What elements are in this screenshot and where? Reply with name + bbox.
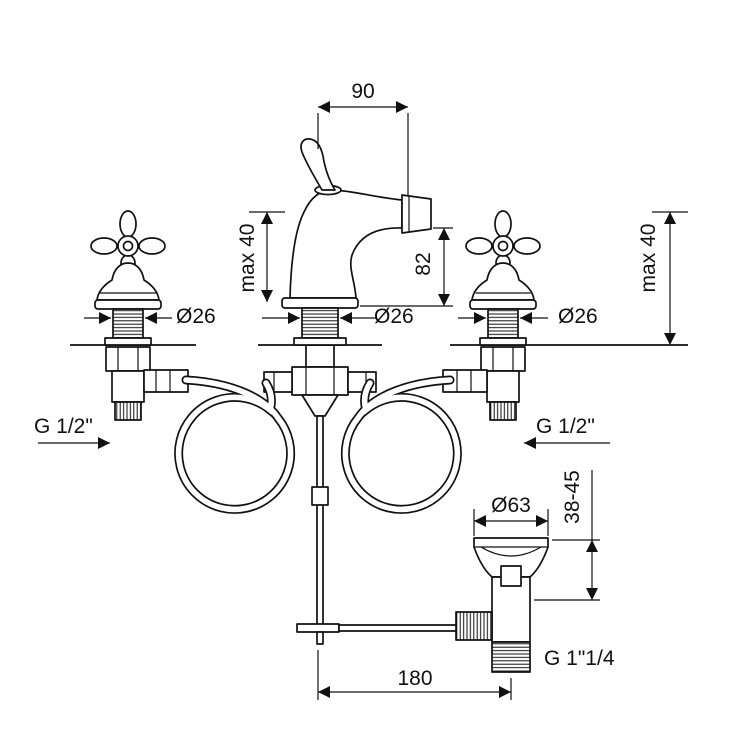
label-inlet-thread-left: G 1/2" (34, 415, 93, 438)
label-outlet-height: 82 (412, 252, 435, 275)
right-gasket (479, 337, 527, 346)
right-hose-core (342, 377, 461, 513)
bidet-spout (281, 138, 432, 346)
left-threaded-shank (112, 308, 144, 339)
right-flexible-hose (340, 375, 462, 514)
left-hose-fitting (143, 369, 189, 393)
left-valve-base-plate (94, 299, 162, 310)
right-handle-left-spoke (465, 237, 493, 255)
left-hose-core (175, 377, 294, 513)
right-handle-right-spoke (513, 237, 541, 255)
popup-waste (455, 537, 549, 673)
dim-spout-reach: 90 (317, 80, 409, 195)
dim-shank-dia-left: Ø26 (84, 305, 216, 328)
left-valve-bell (96, 262, 160, 301)
right-valve-body (486, 370, 520, 403)
dim-inlet-thread-left: G 1/2" (34, 415, 110, 449)
dim-shank-dia-center: Ø26 (262, 305, 414, 328)
spout-threaded-shank (301, 307, 339, 339)
right-valve-base-plate (469, 299, 537, 310)
left-valve (90, 210, 166, 346)
dim-shank-dia-right: Ø26 (458, 305, 598, 328)
label-centre-distance: 180 (397, 667, 432, 690)
left-handle-top-spoke (119, 210, 137, 238)
label-waste-flange-dia: Ø63 (491, 494, 531, 517)
dim-max-thickness-left: max 40 (236, 211, 285, 302)
dim-outlet-height: 82 (360, 227, 453, 307)
label-shank-dia-center: Ø26 (374, 305, 414, 328)
waste-overflow-window (500, 565, 522, 587)
label-waste-deck-range: 38-45 (561, 470, 584, 524)
left-inlet-thread (114, 401, 142, 421)
right-threaded-shank (487, 308, 519, 339)
dim-waste-thread: G 1"1/4 (544, 647, 615, 670)
right-inlet-thread (489, 401, 517, 421)
right-locknut (480, 346, 526, 372)
spout-nozzle (401, 194, 432, 234)
right-handle-cap (497, 240, 509, 252)
left-gasket (104, 337, 152, 346)
rod-coupler (311, 486, 329, 506)
left-valve-underbody (105, 346, 189, 421)
left-handle-left-spoke (90, 237, 118, 255)
left-handle-cap (122, 240, 134, 252)
right-valve-bell (471, 262, 535, 301)
spout-lever-handle (300, 138, 336, 191)
waste-dome-line (480, 546, 542, 557)
rod-end-bar (296, 623, 340, 633)
waste-tail-thread (491, 641, 531, 673)
dim-waste-deck-range: 38-45 (534, 470, 600, 601)
left-valve-body (111, 370, 145, 403)
left-locknut (105, 346, 151, 372)
left-handle-right-spoke (138, 237, 166, 255)
label-waste-thread: G 1"1/4 (544, 647, 615, 670)
dim-inlet-thread-right: G 1/2" (524, 415, 610, 449)
left-flexible-hose (174, 375, 296, 514)
spout-base-plate (281, 297, 359, 309)
waste-knurled-nut (455, 611, 493, 641)
spout-gasket (293, 337, 347, 346)
label-spout-reach: 90 (351, 80, 374, 103)
spout-body (289, 189, 403, 299)
label-shank-dia-right: Ø26 (558, 305, 598, 328)
popup-lever (338, 624, 460, 632)
popup-rod (316, 415, 324, 629)
center-tee-and-popup-rod (263, 344, 460, 645)
right-valve-underbody (442, 346, 526, 421)
right-handle-top-spoke (494, 210, 512, 238)
label-max-thickness-right: max 40 (637, 224, 660, 293)
dim-max-thickness-right: max 40 (637, 211, 688, 345)
tee-neck (305, 344, 335, 368)
tee-cone (301, 394, 339, 417)
label-inlet-thread-right: G 1/2" (536, 415, 595, 438)
dim-centre-distance: 180 (317, 650, 512, 700)
rod-tail (316, 631, 324, 645)
right-valve (465, 210, 541, 346)
dim-waste-flange-dia: Ø63 (473, 494, 549, 536)
label-shank-dia-left: Ø26 (176, 305, 216, 328)
tee-body (291, 366, 349, 396)
label-max-thickness-left: max 40 (236, 224, 259, 293)
